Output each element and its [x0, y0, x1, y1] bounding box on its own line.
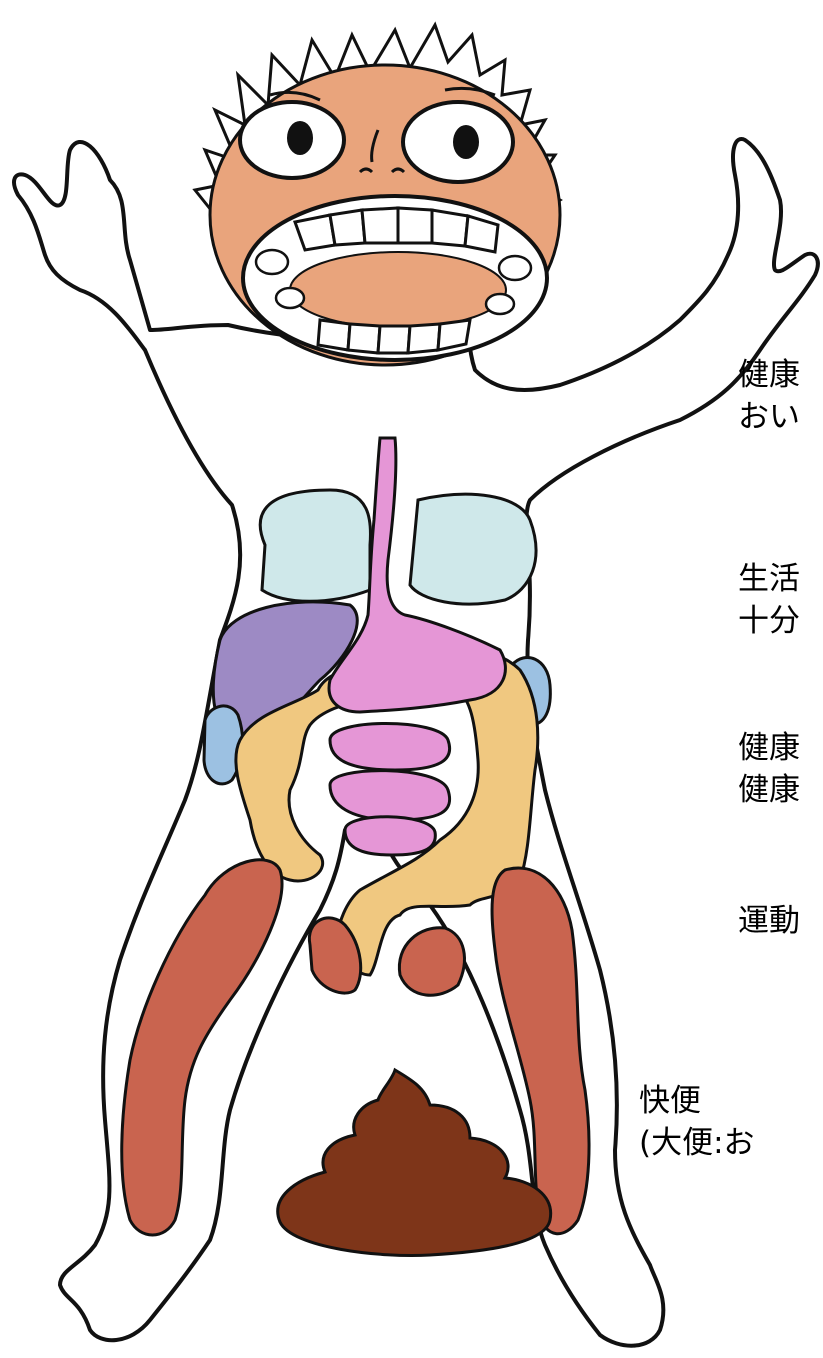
tongue — [290, 252, 506, 328]
small-intestine-icon — [330, 724, 450, 856]
annotation-line: 健康 — [738, 730, 800, 766]
annotation-line: 十分 — [738, 603, 800, 639]
annotation-exercise: 運動 — [738, 900, 800, 942]
annotation-line: 生活 — [738, 561, 800, 597]
annotation-line: 健康 — [738, 772, 800, 808]
annotation-health: 健康 健康 — [738, 727, 800, 811]
lung-left — [260, 490, 370, 601]
annotation-line: (大便:お — [639, 1125, 755, 1161]
annotation-line: 快便 — [639, 1083, 701, 1119]
annotation-line: 健康 — [738, 357, 800, 393]
stool-icon — [278, 1070, 551, 1256]
annotation-digestion-health: 健康 おい — [738, 354, 800, 438]
lung-right — [410, 494, 536, 604]
face-icon — [210, 65, 560, 365]
annotation-line: 運動 — [738, 903, 800, 939]
annotation-bowel-movement: 快便 (大便:お — [639, 1080, 755, 1164]
annotation-lifestyle: 生活 十分 — [738, 558, 800, 642]
annotation-line: おい — [738, 399, 800, 435]
